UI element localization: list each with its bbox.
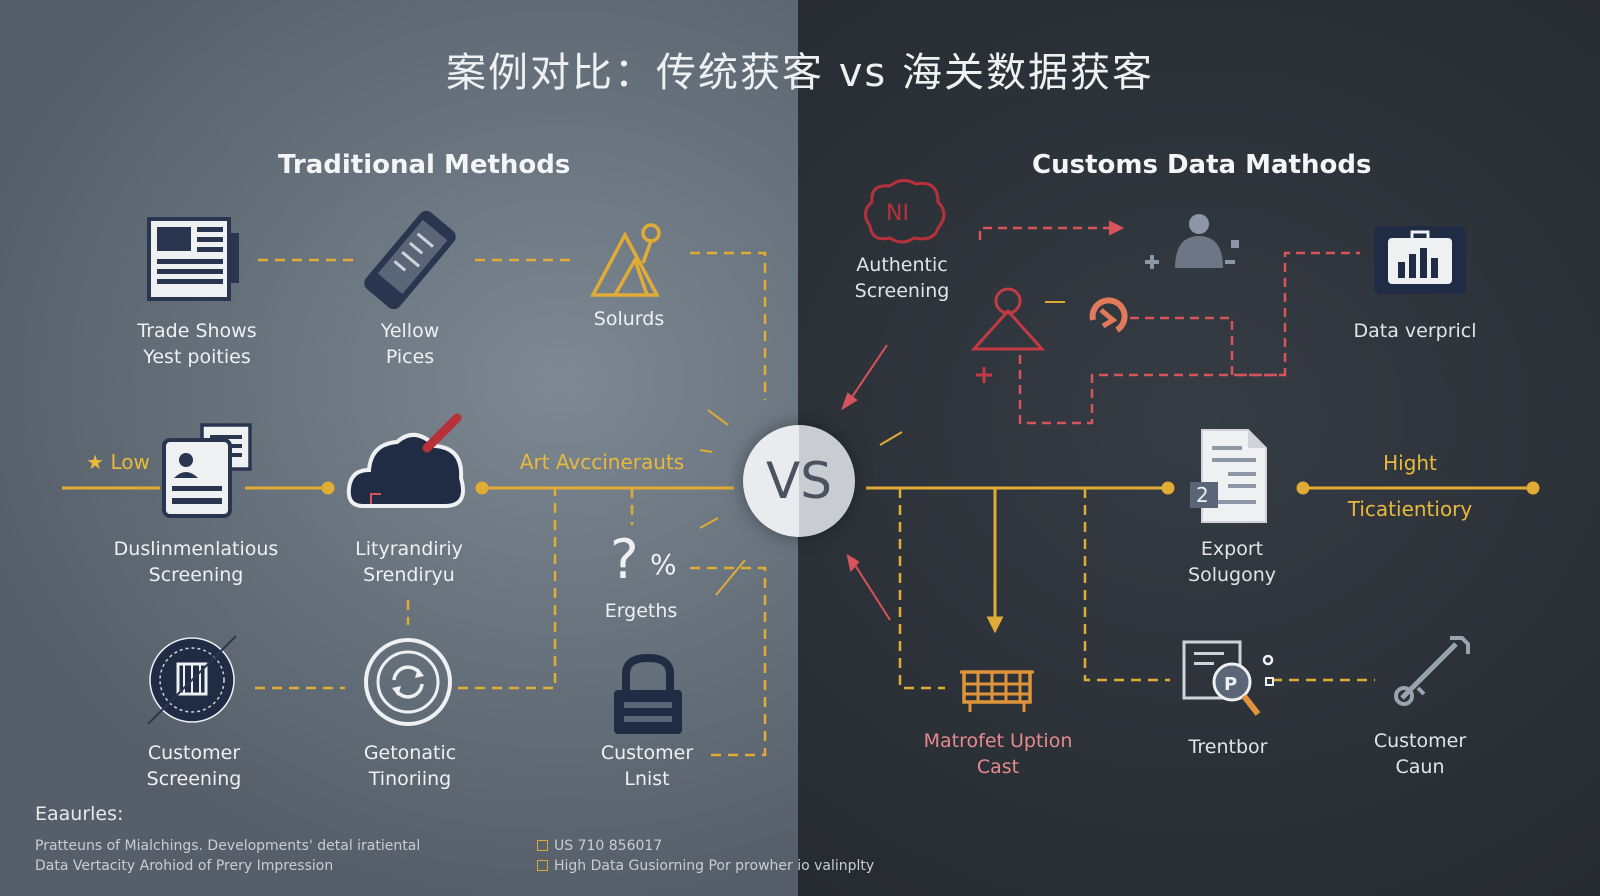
- features-item-2: High Data Gusiorning Por prowher io vali…: [537, 856, 874, 876]
- features-item-1: US 710 856017: [537, 836, 662, 856]
- svg-text:P: P: [1224, 674, 1237, 695]
- sources-label: Solurds: [593, 308, 665, 330]
- traditional-heading: Traditional Methods: [278, 150, 571, 180]
- cloud-icon: [346, 413, 465, 508]
- document-icon: 2: [1190, 429, 1267, 523]
- features-heading: Eaaurles:: [35, 803, 124, 825]
- page-title: 案例对比：传统获客 vs 海关数据获客: [446, 50, 1154, 96]
- brain-icon: NI: [864, 179, 946, 244]
- svg-text:2: 2: [1196, 483, 1209, 507]
- person-icon: [1145, 214, 1239, 269]
- refresh-icon: [1089, 297, 1128, 333]
- ticatientiory-label: Ticatientiory: [1347, 497, 1473, 521]
- lock-icon: [614, 653, 682, 734]
- star-icon: ★: [86, 450, 111, 474]
- features-line-2: Data Vertacity Arohiod of Prery Impressi…: [35, 858, 334, 874]
- magnifier-icon: P: [1182, 640, 1274, 716]
- wrench-icon: [1394, 636, 1470, 706]
- checkbox-icon: [537, 840, 548, 851]
- ergeths-label: Ergeths: [604, 600, 678, 622]
- customs-panel: [798, 0, 1600, 896]
- trentbor-label: Trentbor: [1188, 736, 1268, 758]
- id-card-icon: [162, 423, 252, 518]
- circle-arrows-icon: [364, 638, 452, 726]
- grid-icon: [960, 670, 1034, 712]
- vs-badge: VS: [743, 425, 855, 537]
- hight-label: Hight: [1383, 451, 1437, 475]
- customs-heading: Customs Data Mathods: [1032, 150, 1372, 180]
- mountain-icon: [590, 223, 661, 297]
- phone-icon: [364, 210, 456, 310]
- warning-icon: [970, 287, 1046, 383]
- low-label: ★ Low: [86, 450, 150, 474]
- features-line-1: Pratteuns of Mialchings. Developments' d…: [35, 838, 421, 854]
- newspaper-icon: [147, 217, 239, 301]
- checkbox-icon: [537, 860, 548, 871]
- svg-text:NI: NI: [886, 201, 909, 226]
- data-verpricl-label: Data verpricl: [1353, 320, 1477, 342]
- chart-icon: [1374, 226, 1466, 294]
- svg-text:?: ?: [610, 528, 639, 588]
- art-label: Art Avccinerauts: [519, 450, 685, 474]
- svg-text:%: %: [650, 548, 677, 581]
- question-percent-icon: ? %: [610, 528, 677, 588]
- seal-icon: [147, 635, 237, 725]
